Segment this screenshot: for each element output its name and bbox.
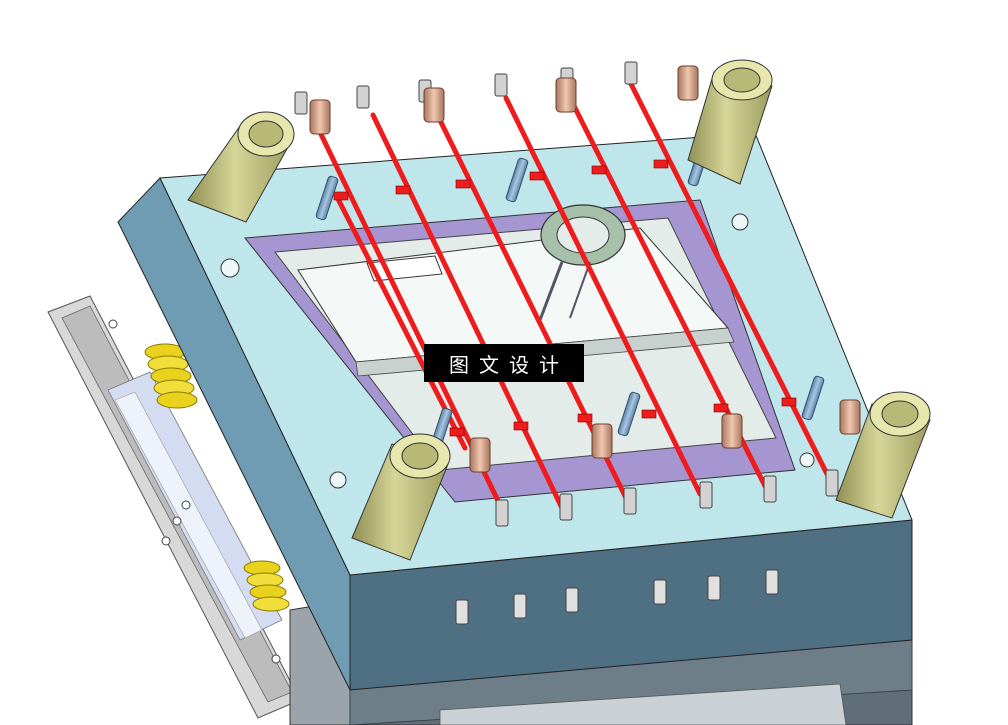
watermark-label: 图文设计 — [424, 344, 584, 382]
nipple — [294, 91, 308, 115]
spring-lower — [243, 560, 290, 612]
nipple — [565, 587, 579, 613]
plate-hole — [220, 258, 240, 278]
cooling-connectors — [333, 159, 797, 437]
nipple — [624, 61, 638, 85]
nipple — [623, 487, 637, 515]
guide-bush-top-right — [687, 59, 773, 185]
nipple — [707, 575, 721, 601]
nipple — [513, 593, 527, 619]
spring-upper — [144, 343, 198, 409]
cooling-line — [627, 79, 830, 477]
nipple — [653, 579, 667, 605]
nipple — [494, 73, 508, 97]
copper-fittings — [309, 65, 861, 473]
bolt — [801, 375, 825, 421]
plate-hole — [731, 213, 749, 231]
fitting — [721, 413, 743, 449]
ejector-rail-left — [47, 295, 301, 719]
guide-bush-bottom-right — [835, 391, 931, 519]
bolt — [617, 391, 641, 437]
nipple — [559, 493, 573, 521]
fitting — [555, 77, 577, 113]
cooling-line — [370, 112, 565, 511]
plate-hole — [799, 452, 815, 468]
locating-ring — [538, 204, 626, 321]
fitting — [677, 65, 699, 101]
nipple — [825, 469, 839, 497]
fitting — [423, 87, 445, 123]
nipple — [495, 499, 509, 527]
cooling-line — [503, 95, 703, 497]
cooling-lines — [315, 79, 830, 511]
bolt — [505, 157, 529, 203]
nipple — [763, 475, 777, 503]
nipple — [699, 481, 713, 509]
nipple — [765, 569, 779, 595]
nipple — [356, 85, 370, 109]
cooling-line — [333, 192, 468, 451]
bolt — [315, 175, 339, 221]
guide-bush-top-left — [187, 111, 295, 223]
fitting — [309, 99, 331, 135]
bottom-nipples — [495, 469, 839, 527]
guide-bush-bottom-left — [351, 433, 451, 561]
plate-hole — [329, 471, 347, 489]
fitting — [469, 437, 491, 473]
nipple — [455, 599, 469, 625]
part-slot — [366, 255, 443, 282]
fitting — [591, 423, 613, 459]
fitting — [839, 399, 861, 435]
front-fittings — [455, 569, 779, 625]
